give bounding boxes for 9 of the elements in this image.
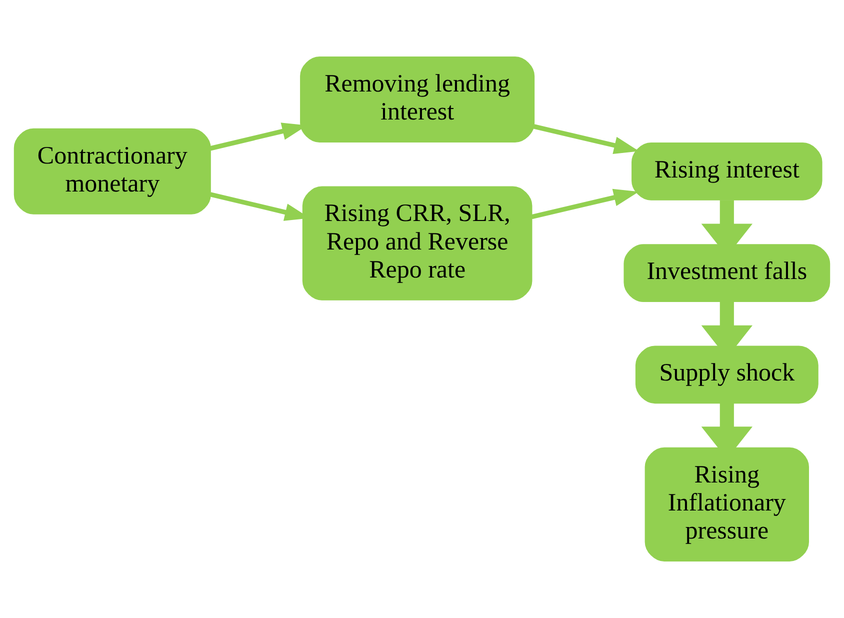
arrow [533,124,640,154]
node-box: Supply shock [635,346,818,404]
node-box: Investment falls [624,244,830,302]
arrow [531,188,639,220]
node-box: Contractionary monetary [14,128,211,214]
node-box: Rising CRR, SLR, Repo and Reverse Repo rate [302,186,532,300]
node-box: Rising interest [632,142,822,200]
node-box: Rising Inflationary pressure [644,447,809,562]
node-box: Removing lending interest [300,56,535,142]
